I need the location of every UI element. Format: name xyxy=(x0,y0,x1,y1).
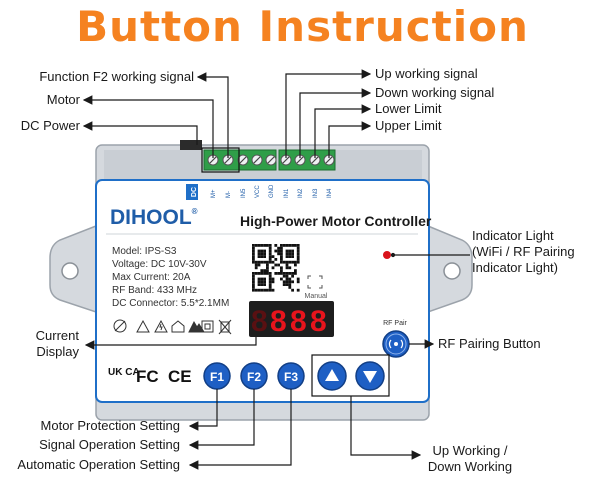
callout-automatic-operation: Automatic Operation Setting xyxy=(17,457,180,472)
dc-label: DC xyxy=(191,187,198,197)
manual-label: Manual xyxy=(305,293,328,300)
callout-down-signal: Down working signal xyxy=(375,85,495,100)
spec-line: DC Connector: 5.5*2.1MM xyxy=(112,298,229,309)
terminal-pin-label: IN3 xyxy=(313,188,319,198)
callout-up-signal: Up working signal xyxy=(375,66,478,81)
f3-button-label: F3 xyxy=(284,370,298,384)
callout-signal-operation: Signal Operation Setting xyxy=(39,437,180,452)
spec-line: Model: IPS-S3 xyxy=(112,246,177,257)
fcc-mark: FC xyxy=(136,367,159,386)
callout-function-f2: Function F2 working signal xyxy=(39,69,194,84)
ukca-mark: UK CA xyxy=(108,367,140,378)
display-digit: 8 xyxy=(251,305,268,338)
down-arrow-icon xyxy=(363,371,377,383)
brand-logo: DIHOOL® xyxy=(110,206,198,229)
spec-line: Voltage: DC 10V-30V xyxy=(112,259,207,270)
safety-symbols xyxy=(113,319,232,335)
terminal-pin-label: M+ xyxy=(211,189,217,198)
spec-line: RF Band: 433 MHz xyxy=(112,285,197,296)
up-button[interactable] xyxy=(317,361,347,391)
electric-warning-icon xyxy=(154,319,168,333)
spec-line: Max Current: 20A xyxy=(112,272,191,283)
display-digit: 8 xyxy=(270,305,287,338)
f1-button[interactable]: F1 xyxy=(203,362,231,390)
spec-list: Model: IPS-S3 Voltage: DC 10V-30V Max Cu… xyxy=(112,246,229,309)
terminal-screws xyxy=(207,154,335,166)
right-mounting-ear xyxy=(427,224,473,314)
no-dispose-icon xyxy=(218,319,232,335)
callout-lower-limit: Lower Limit xyxy=(375,101,442,116)
terminal-pin-labels: M+ M- IN5 VCC GND IN1 IN2 IN3 IN4 xyxy=(211,184,333,198)
indicator-light xyxy=(383,251,391,259)
callout-current-line: Current xyxy=(35,328,79,343)
down-button[interactable] xyxy=(355,361,385,391)
display-digit: 8 xyxy=(290,305,307,338)
current-display xyxy=(249,301,334,337)
home-icon xyxy=(171,320,185,333)
display-digit: 8 xyxy=(310,305,327,338)
scan-icon xyxy=(307,275,323,289)
leader-lines xyxy=(82,69,470,470)
callout-updown-line: Up Working / xyxy=(432,443,508,458)
callout-indicator-line: (WiFi / RF Pairing xyxy=(472,244,575,259)
up-arrow-icon xyxy=(325,369,339,381)
dc-power-connector xyxy=(180,140,202,150)
terminal-screw xyxy=(251,154,263,166)
dc-label-tag xyxy=(186,184,198,200)
terminal-pin-label: GND xyxy=(269,184,275,198)
f2-button-label: F2 xyxy=(247,370,261,384)
qr-code xyxy=(250,242,302,294)
double-insulation-icon xyxy=(201,320,214,333)
terminal-pin-label: IN4 xyxy=(327,188,333,198)
terminal-pin-label: M- xyxy=(226,191,232,198)
f2-button[interactable]: F2 xyxy=(240,362,268,390)
callout-indicator-line: Indicator Light xyxy=(472,228,554,243)
terminal-pin-label: IN5 xyxy=(241,188,247,198)
callout-current-line: Display xyxy=(36,344,79,359)
terminal-screw xyxy=(265,154,277,166)
callout-rf-pairing-button: RF Pairing Button xyxy=(438,336,541,351)
terminal-pin-label: IN1 xyxy=(284,188,290,198)
callout-motor-protection: Motor Protection Setting xyxy=(40,418,180,433)
terminal-screw xyxy=(294,154,306,166)
callout-dc-power: DC Power xyxy=(20,118,80,133)
certification-marks: UK CA FC CE xyxy=(108,367,192,386)
display-digits: 8 8 8 8 xyxy=(251,305,327,338)
warning-icon xyxy=(136,319,150,333)
rf-pair-button[interactable] xyxy=(382,330,410,358)
callout-motor: Motor xyxy=(46,92,80,107)
terminal-screw xyxy=(237,154,249,166)
terminal-pin-label: IN2 xyxy=(298,188,304,198)
ce-mark: CE xyxy=(168,367,192,386)
callout-updown-line: Down Working xyxy=(427,459,513,474)
callout-indicator-light: Indicator Light (WiFi / RF Pairing Indic… xyxy=(472,228,575,276)
terminal-pin-label: VCC xyxy=(255,185,261,198)
page-title: Button Instruction xyxy=(76,2,529,51)
no-disassembly-icon xyxy=(113,319,127,333)
callout-upper-limit: Upper Limit xyxy=(375,118,442,133)
callout-current-display: Current Display xyxy=(8,328,79,360)
terminal-screw xyxy=(207,154,219,166)
product-title: High-Power Motor Controller xyxy=(240,213,432,229)
callout-indicator-line: Indicator Light) xyxy=(472,260,558,275)
f2-signal-highlight xyxy=(201,147,240,173)
wireless-icon xyxy=(394,342,398,346)
callout-up-down-working: Up Working / Down Working xyxy=(420,443,520,475)
f1-button-label: F1 xyxy=(210,370,224,384)
terminal-block-right xyxy=(278,149,336,171)
rf-pair-label: RF Pair xyxy=(383,320,407,327)
left-mounting-ear xyxy=(49,224,97,314)
f3-button[interactable]: F3 xyxy=(277,362,305,390)
